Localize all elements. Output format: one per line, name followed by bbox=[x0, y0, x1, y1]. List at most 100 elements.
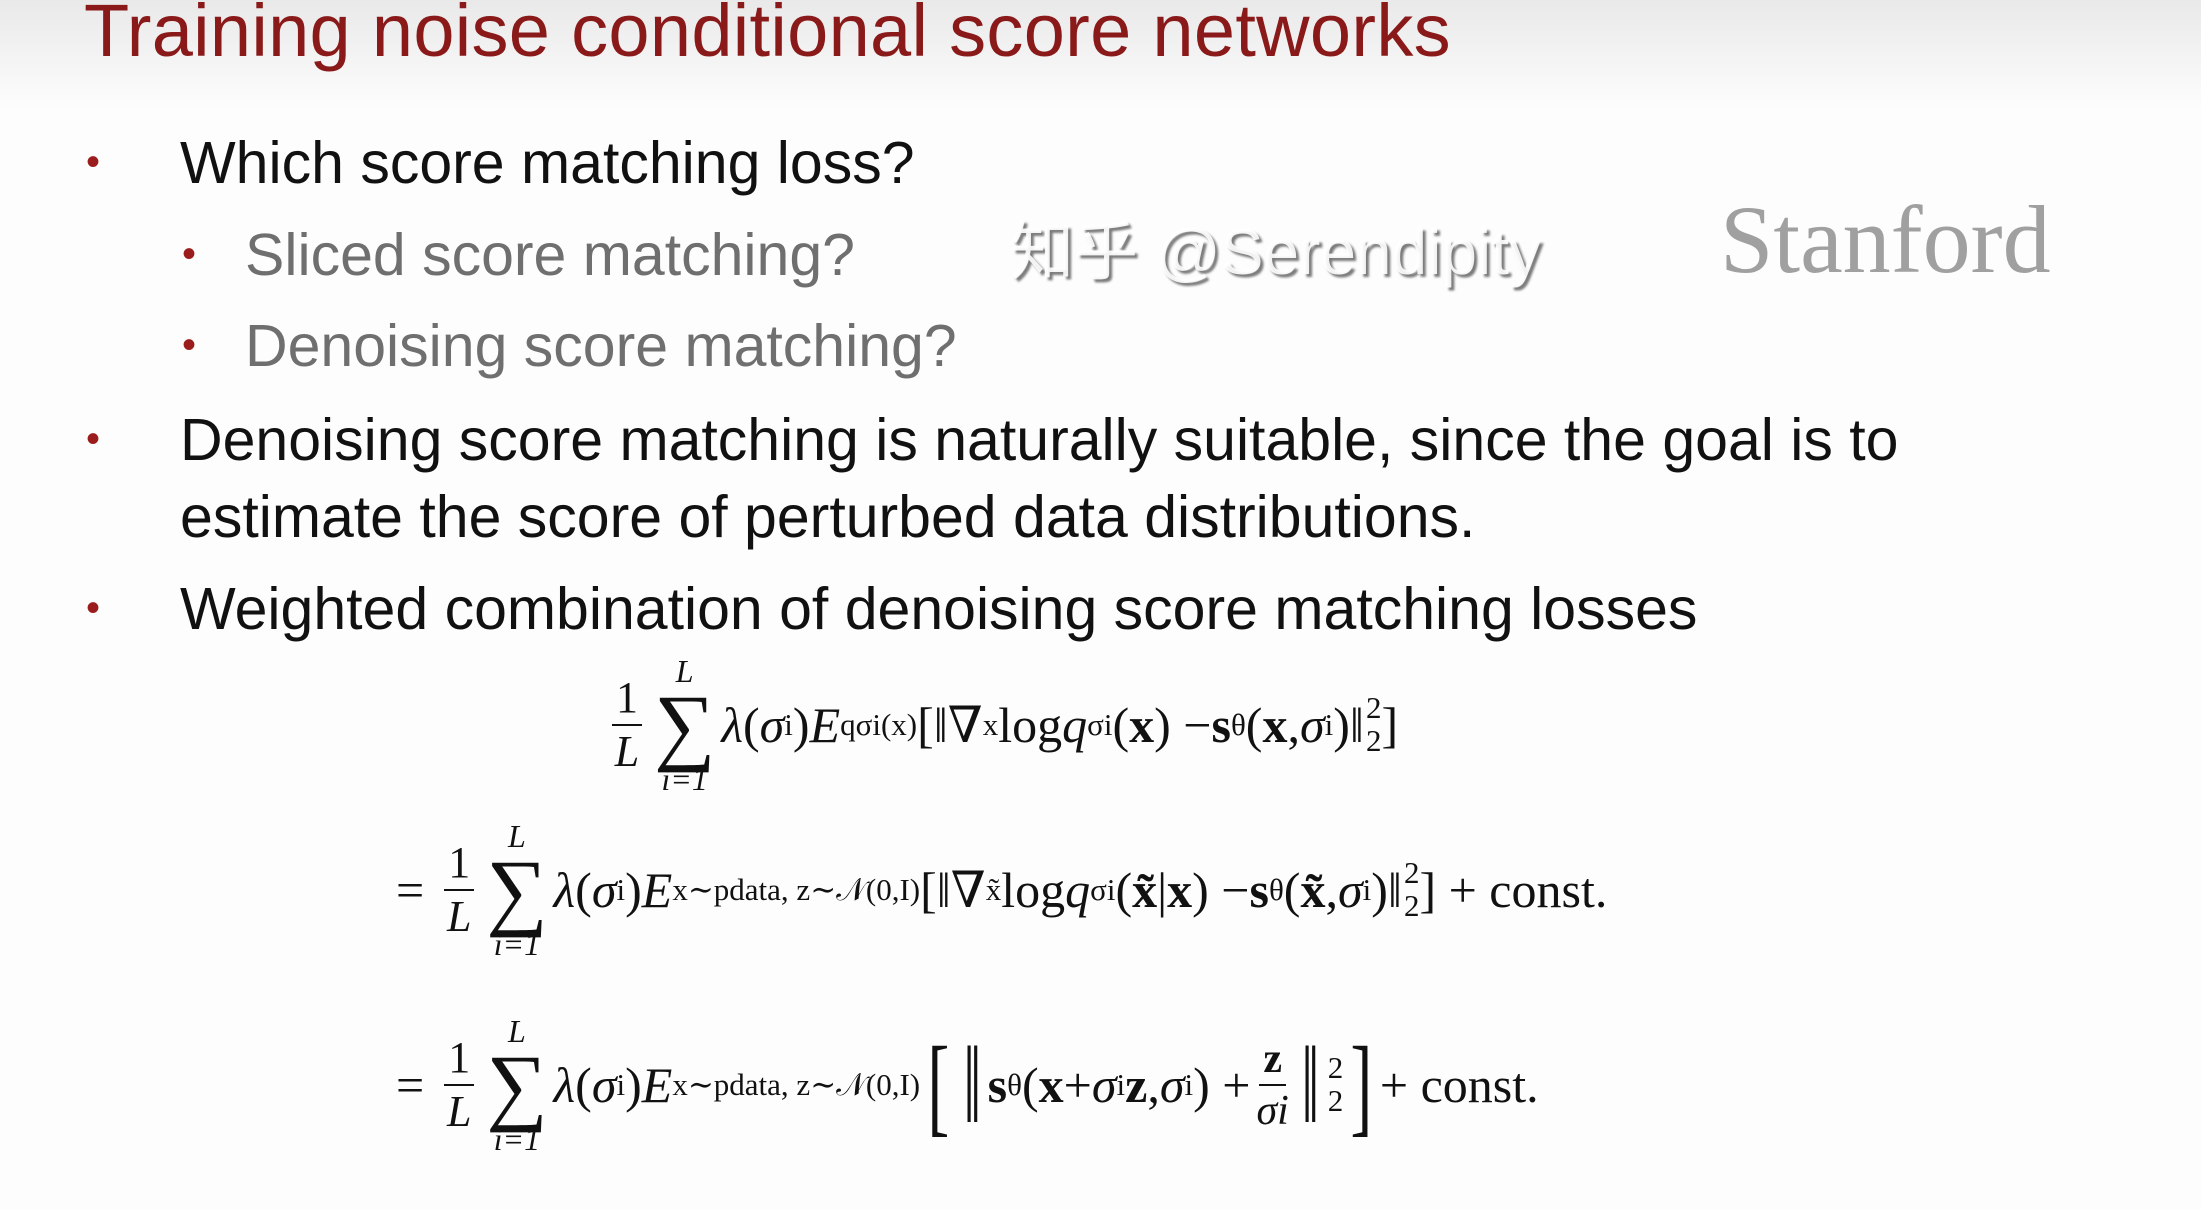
equation-term: x̃ bbox=[1300, 861, 1325, 919]
equation-term: ( bbox=[1246, 696, 1263, 754]
equation-term: x bbox=[983, 707, 999, 743]
sum-upper: L bbox=[507, 1013, 526, 1049]
subscript: 2 bbox=[1365, 723, 1382, 758]
math-symbol: σ bbox=[1091, 1057, 1117, 1113]
subscript: σi bbox=[1087, 707, 1113, 742]
sum-symbol: ∑ bbox=[486, 1037, 548, 1133]
math-symbol: σ bbox=[591, 1057, 617, 1113]
math-symbol: q bbox=[1062, 697, 1088, 753]
sub-bullet-dot: • bbox=[182, 232, 197, 276]
math-vector: s bbox=[1211, 697, 1231, 753]
slide-title: Training noise conditional score network… bbox=[84, 0, 1451, 72]
math-text: ( bbox=[1283, 862, 1301, 918]
large-delimiter: ] bbox=[1350, 1024, 1373, 1146]
math-text: ( bbox=[1245, 697, 1263, 753]
equation-term: x̃ bbox=[1132, 861, 1157, 919]
math-symbol: E bbox=[809, 697, 841, 753]
sub-bullet-denoising: Denoising score matching? bbox=[245, 313, 957, 379]
equation-term: [ bbox=[920, 1030, 957, 1140]
math-symbol: σ bbox=[1337, 862, 1363, 918]
math-vector: s bbox=[1249, 862, 1269, 918]
numerator: z bbox=[1259, 1034, 1286, 1086]
large-delimiter: ‖ bbox=[962, 1024, 982, 1146]
equation-term: | bbox=[1157, 861, 1167, 919]
bullet-which-loss: Which score matching loss? bbox=[180, 130, 915, 196]
math-vector: x̃ bbox=[1132, 862, 1158, 918]
math-vector: x bbox=[1167, 862, 1193, 918]
subscript: x∼pdata, z∼𝒩(0,I) bbox=[672, 871, 921, 907]
math-text: )‖ bbox=[1371, 862, 1402, 918]
math-symbol: λ bbox=[721, 697, 743, 753]
equation-term: ) − bbox=[1154, 696, 1211, 754]
math-symbol: σ bbox=[1299, 697, 1325, 753]
equation-term: , bbox=[1287, 696, 1300, 754]
numerator: 1 bbox=[444, 837, 475, 891]
bullet-weighted-combination: Weighted combination of denoising score … bbox=[180, 576, 1698, 642]
math-text: ) bbox=[625, 1057, 642, 1113]
equation-term: + const. bbox=[1380, 1056, 1539, 1114]
sum-lower: i=1 bbox=[493, 1121, 541, 1157]
bullet-dot: • bbox=[86, 140, 101, 184]
equation-term: log bbox=[1001, 861, 1065, 919]
equation-term: ( bbox=[743, 696, 760, 754]
summation: L∑i=1 bbox=[654, 655, 715, 795]
equation-term: x bbox=[1167, 861, 1192, 919]
math-symbol: σ bbox=[759, 697, 785, 753]
math-text: | bbox=[1157, 862, 1168, 918]
math-text: [‖∇ bbox=[920, 862, 986, 918]
math-text: , bbox=[1325, 862, 1338, 918]
equation-term: x̃ bbox=[986, 872, 1002, 908]
math-vector: x bbox=[1038, 1057, 1064, 1113]
math-text: ) + bbox=[1193, 1057, 1251, 1113]
sum-symbol: ∑ bbox=[654, 677, 716, 773]
math-symbol: λ bbox=[553, 1057, 576, 1113]
math-text: ( bbox=[575, 1057, 592, 1113]
denominator: σi bbox=[1256, 1088, 1289, 1134]
equation-term: ) bbox=[625, 861, 642, 919]
sum-lower: i=1 bbox=[661, 761, 708, 797]
equation-term: ‖ bbox=[957, 1030, 988, 1140]
math-text: ( bbox=[1112, 697, 1130, 753]
equation-term: [‖∇ bbox=[920, 861, 986, 919]
equation-term: λ bbox=[721, 696, 743, 754]
summation: L∑i=1 bbox=[486, 1015, 547, 1155]
summation: L∑i=1 bbox=[486, 820, 547, 960]
bullet-dot: • bbox=[86, 417, 101, 461]
subscript: θ bbox=[1007, 1067, 1022, 1102]
math-symbol: λ bbox=[553, 862, 576, 918]
sub-bullet-sliced: Sliced score matching? bbox=[245, 222, 855, 288]
zhihu-watermark: 知乎 @Serendipity bbox=[1010, 216, 1541, 288]
equation-term: ] bbox=[1343, 1030, 1380, 1140]
equation-term: z bbox=[1125, 1056, 1147, 1114]
math-vector: x bbox=[1129, 697, 1155, 753]
equation-term: ( bbox=[575, 1056, 592, 1114]
numerator: 1 bbox=[444, 1032, 475, 1086]
bullet-denoising-suitable: Denoising score matching is naturally su… bbox=[180, 407, 1899, 473]
math-symbol: E bbox=[641, 862, 673, 918]
subscript: i bbox=[784, 707, 793, 742]
equation-term: ] + const. bbox=[1419, 861, 1607, 919]
title-band bbox=[0, 0, 2201, 110]
equation-term: ( bbox=[575, 861, 592, 919]
equation-term: λ bbox=[554, 861, 576, 919]
math-text: , bbox=[1287, 697, 1300, 753]
math-vector: s bbox=[987, 1057, 1008, 1113]
math-text: + bbox=[1063, 1057, 1092, 1113]
superscript: 2 bbox=[1327, 1050, 1344, 1086]
sub-bullet-dot: • bbox=[182, 323, 197, 367]
math-symbol: q bbox=[1065, 862, 1091, 918]
equation-term: ( bbox=[1112, 696, 1129, 754]
